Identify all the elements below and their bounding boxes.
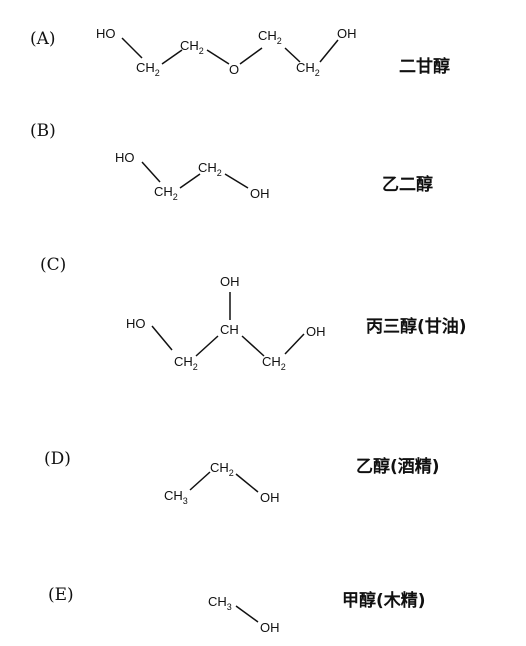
structure-a: HO CH2 CH2 O CH2 CH2 OH [96, 26, 357, 78]
entry-b: (B) HO CH2 CH2 OH 乙二醇 [30, 121, 433, 202]
entry-c: (C) HO CH2 CH OH CH2 OH 丙三醇(甘油) [40, 255, 467, 372]
atom-ch2: CH2 [154, 184, 178, 202]
bond [161, 49, 183, 65]
entry-a: (A) HO CH2 CH2 O CH2 CH2 OH 二甘醇 [30, 26, 450, 78]
bond [151, 325, 173, 351]
atom-oh: OH [306, 324, 326, 339]
entry-label: (D) [44, 449, 71, 469]
atom-oh: OH [260, 620, 280, 635]
bond [235, 605, 259, 623]
atom-ho: HO [115, 150, 135, 165]
compound-name: 二甘醇 [399, 56, 450, 77]
atom-ch2: CH2 [136, 60, 160, 78]
atom-ch2: CH2 [262, 354, 286, 372]
bond [195, 335, 219, 357]
atom-ch3: CH3 [208, 594, 232, 612]
structure-c: HO CH2 CH OH CH2 OH [126, 274, 326, 372]
bond [284, 47, 301, 63]
entry-label: (B) [30, 121, 56, 141]
atom-ho: HO [96, 26, 116, 41]
atom-ho: HO [126, 316, 146, 331]
entry-e: (E) CH3 OH 甲醇(木精) [48, 585, 426, 635]
structure-d: CH3 CH2 OH [164, 460, 280, 506]
bond [239, 47, 263, 65]
bond [121, 37, 143, 59]
atom-ch2: CH2 [174, 354, 198, 372]
bond [241, 335, 265, 357]
atom-o: O [229, 62, 239, 77]
structure-e: CH3 OH [208, 594, 280, 635]
bond [189, 471, 211, 491]
bond [284, 333, 305, 355]
atom-ch2: CH2 [198, 160, 222, 178]
atom-oh: OH [337, 26, 357, 41]
bond [319, 39, 339, 63]
compound-name: 乙二醇 [382, 174, 433, 195]
bond [206, 49, 230, 65]
structure-b: HO CH2 CH2 OH [115, 150, 270, 202]
atom-ch2: CH2 [180, 38, 204, 56]
bond [235, 473, 259, 493]
bond [179, 173, 201, 189]
compound-name: 丙三醇(甘油) [366, 316, 467, 337]
compound-name: 乙醇(酒精) [356, 456, 440, 477]
bond [224, 173, 249, 189]
atom-ch2: CH2 [210, 460, 234, 478]
entry-label: (C) [40, 255, 66, 275]
compound-name: 甲醇(木精) [342, 590, 426, 611]
atom-oh: OH [220, 274, 240, 289]
entry-label: (A) [30, 29, 56, 49]
atom-ch2: CH2 [258, 28, 282, 46]
atom-oh: OH [260, 490, 280, 505]
atom-ch2: CH2 [296, 60, 320, 78]
entry-label: (E) [48, 585, 74, 605]
bond [141, 161, 161, 183]
atom-oh: OH [250, 186, 270, 201]
entry-d: (D) CH3 CH2 OH 乙醇(酒精) [44, 449, 440, 506]
atom-ch3: CH3 [164, 488, 188, 506]
atom-ch: CH [220, 322, 239, 337]
